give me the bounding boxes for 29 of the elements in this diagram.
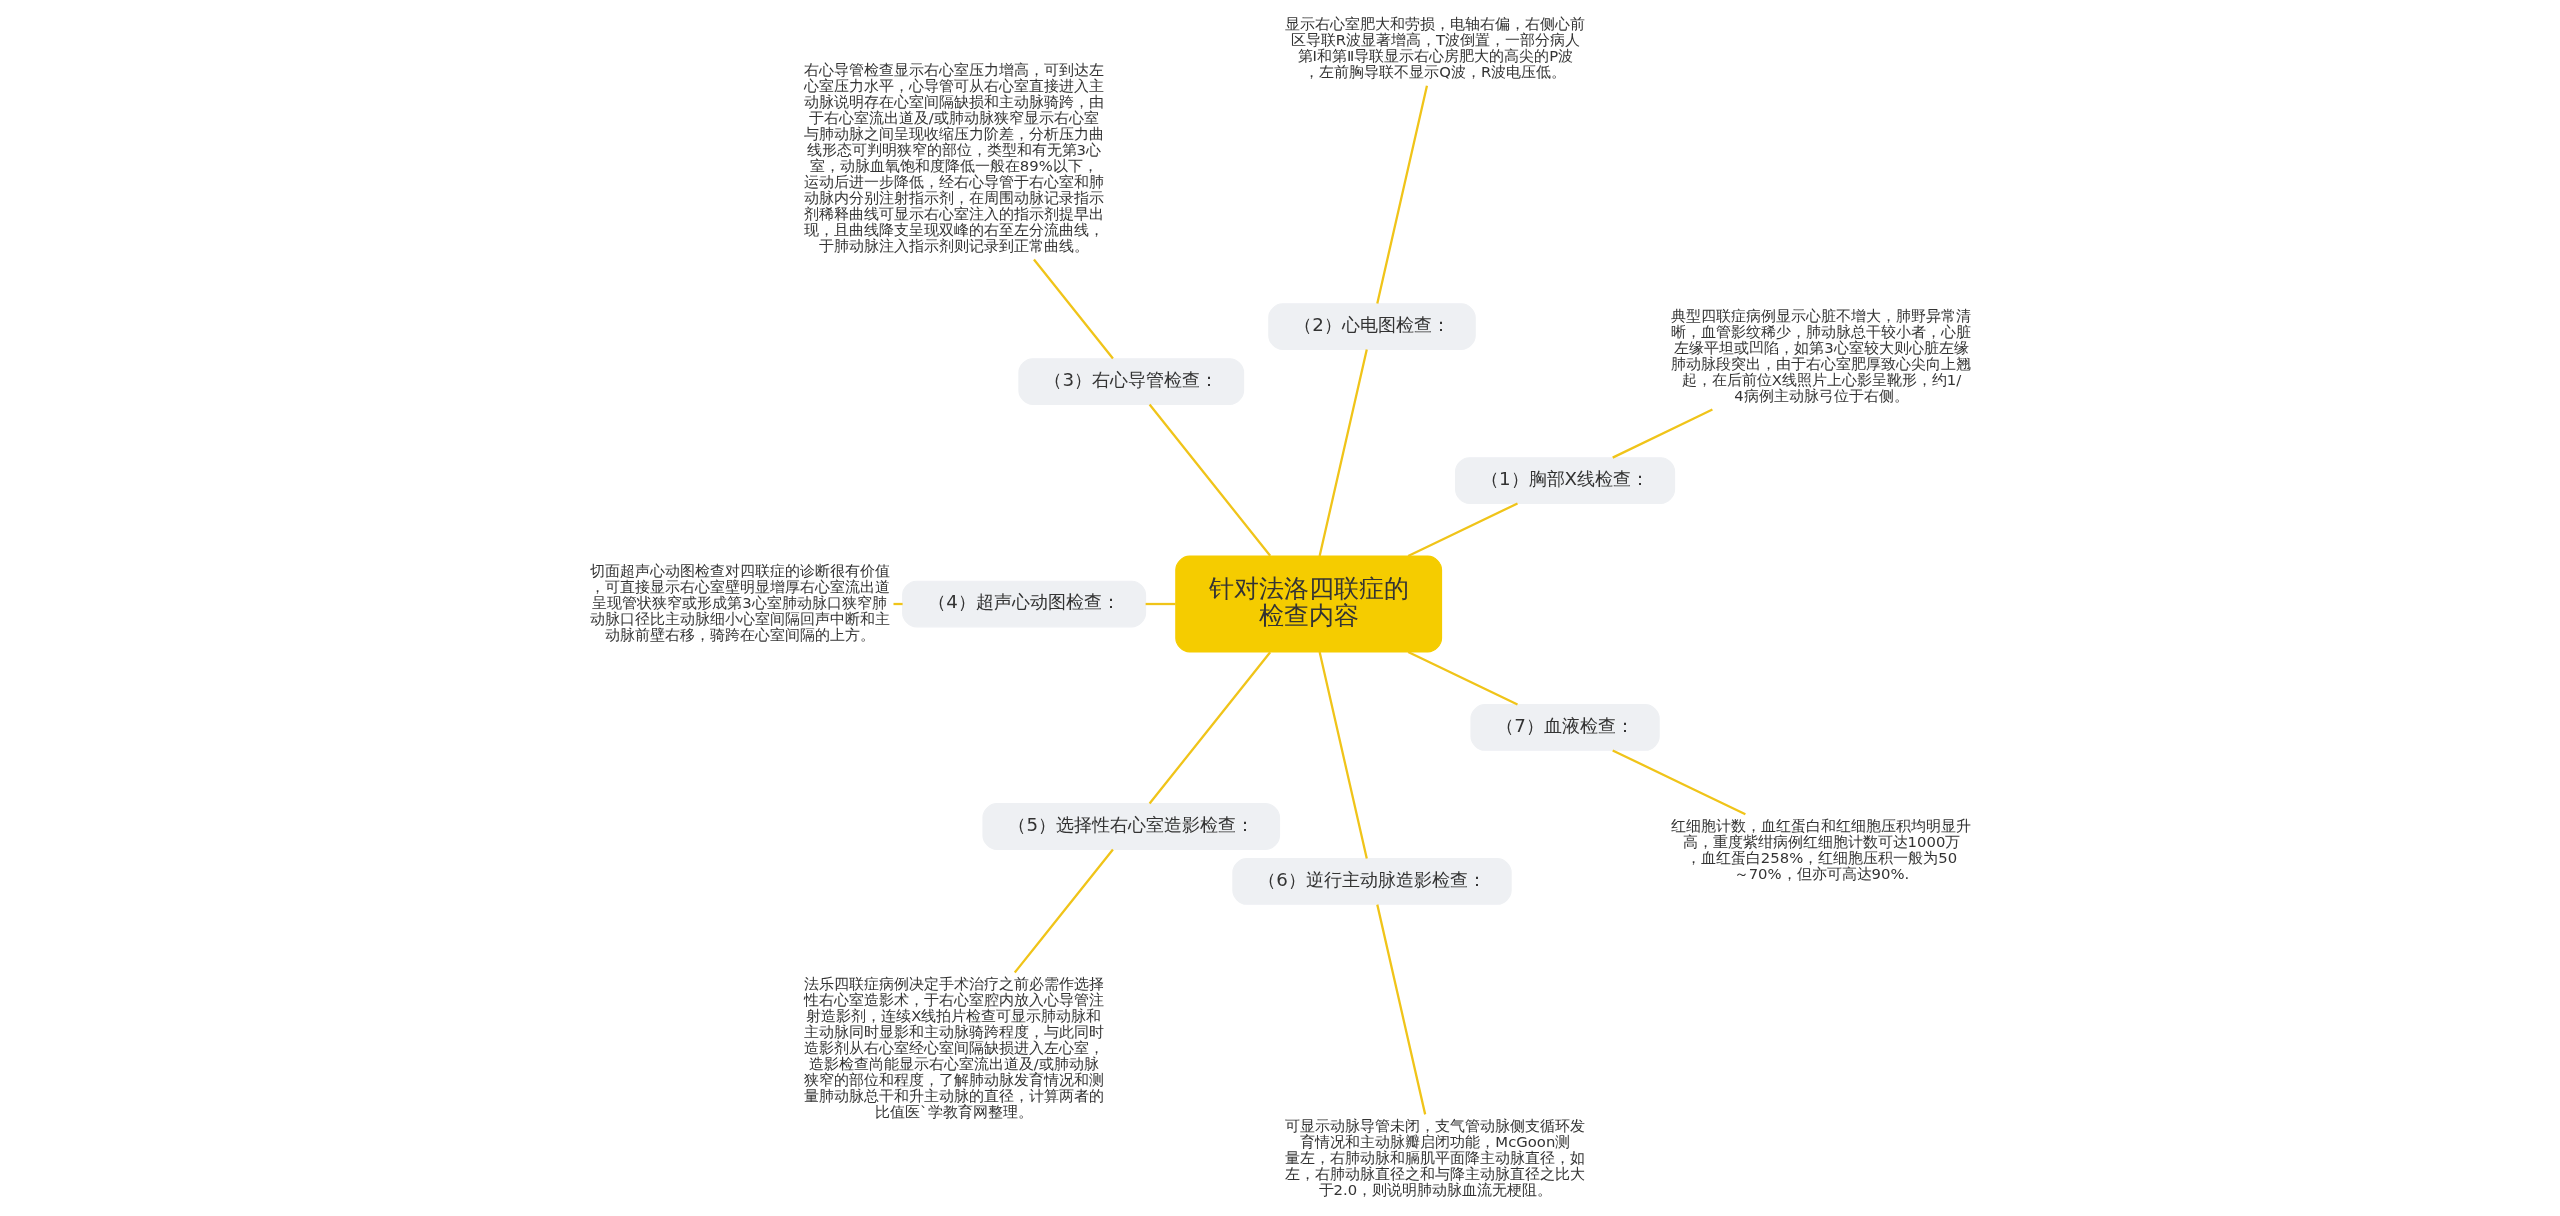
- connector: [1145, 602, 1176, 606]
- connector: [1148, 651, 1271, 805]
- connector: [1611, 408, 1713, 459]
- connector: [1318, 349, 1368, 557]
- connector: [1013, 848, 1114, 974]
- node-text: 切面超声心动图检查对四联症的诊断很有价值，可直接显示右心室壁明显增厚右心室流出道呈现管状狭窄或形成第3心室肺动脉口狭窄肺动脉口径比主动脉细小心室间隔回声中断和主动脉前壁右移，骑跨在心室间隔的上方。: [589, 561, 890, 643]
- node-text: 可显示动脉导管未闭，支气管动脉侧支循环发育情况和主动脉瓣启闭功能，McGoon测量左，右肺动脉和膈肌平面降主动脉直径，如左，右肺动脉直径之和与降主动脉直径之比大于2.0，则说明肺动脉血流无梗阻。: [1284, 1116, 1585, 1198]
- node-box: 针对法洛四联症的检查内容: [1174, 555, 1442, 653]
- connector: [1148, 403, 1271, 557]
- node-box: （1）胸部X线检查：: [1454, 457, 1675, 504]
- node-text: 典型四联症病例显示心脏不增大，肺野异常清晰，血管影纹稀少，肺动脉总干较小者，心脏左缘平坦或凹陷，如第3心室较大则心脏左缘肺动脉段突出，由于右心室肥厚致心尖向上翘起，在后前位X线照片上心影呈靴形，约1/4病例主动脉弓位于右侧。: [1670, 307, 1971, 404]
- connector: [1375, 904, 1426, 1115]
- connector: [1611, 749, 1746, 816]
- node-text: 法乐四联症病例决定手术治疗之前必需作选择性右心室造影术，于右心室腔内放入心导管注射造影剂，连续X线拍片检查可显示肺动脉和主动脉同时显影和主动脉骑跨程度，与此同时造影剂从右心室经心室间隔缺损进入左心室，造影检查尚能显示右心室流出道及/或肺动脉狭窄的部位和程度，了解肺动脉发育情况和测量肺动脉总干和升主动脉的直径，计算两者的比值医`学教育网整理。: [803, 975, 1104, 1120]
- connector: [1032, 258, 1114, 360]
- connector: [893, 602, 903, 606]
- connector: [1407, 502, 1518, 558]
- connector: [1375, 85, 1428, 304]
- connector: [1407, 650, 1518, 706]
- node-box: （7）血液检查：: [1469, 704, 1660, 751]
- node-box: （4）超声心动图检查：: [901, 580, 1146, 628]
- node-box: （2）心电图检查：: [1267, 303, 1476, 350]
- node-box: （5）选择性右心室造影检查：: [981, 803, 1280, 850]
- connector: [1318, 651, 1368, 859]
- node-text: 右心导管检查显示右心室压力增高，可到达左心室压力水平，心导管可从右心室直接进入主动脉说明存在心室间隔缺损和主动脉骑跨，由于右心室流出道及/或肺动脉狭窄显示右心室与肺动脉之间呈现收缩压力阶差，分析压力曲线形态可判明狭窄的部位，类型和有无第3心室，动脉血氧饱和度降低一般在89%以下，运动后进一步降低，经右心导管于右心室和肺动脉内分别注射指示剂，在周围动脉记录指示剂稀释曲线可显示右心室注入的指示剂提早出现，且曲线降支呈现双峰的右至左分流曲线，于肺动脉注入指示剂则记录到正常曲线。: [803, 61, 1104, 254]
- node-box: （3）右心导管检查：: [1017, 358, 1244, 405]
- node-text: 显示右心室肥大和劳损，电轴右偏，右侧心前区导联R波显著增高，T波倒置，一部分病人第Ⅰ和第Ⅱ导联显示右心房肥大的高尖的P波，左前胸导联不显示Q波，R波电压低。: [1284, 15, 1585, 80]
- node-text: 红细胞计数，血红蛋白和红细胞压积均明显升高，重度紫绀病例红细胞计数可达1000万，血红蛋白258%，红细胞压积一般为50～70%，但亦可高达90%.: [1670, 816, 1971, 882]
- node-box: （6）逆行主动脉造影检查：: [1231, 858, 1512, 905]
